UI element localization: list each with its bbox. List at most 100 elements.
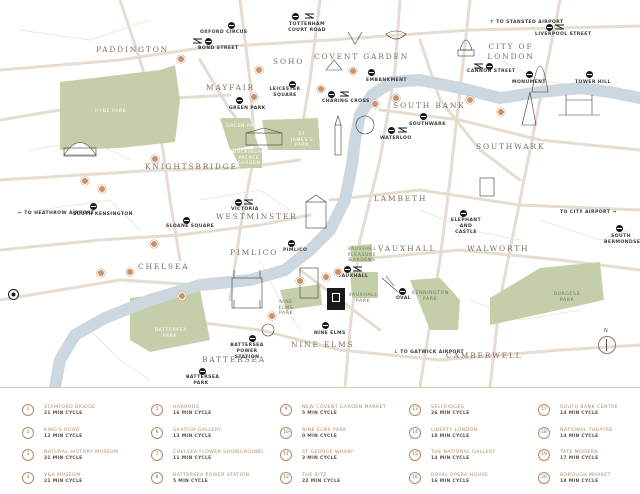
map-pin[interactable]: [349, 67, 357, 75]
station-cannon-street: CANNON STREET: [467, 69, 516, 74]
rail-icon: [193, 38, 202, 44]
legend-name: NINE ELMS PARK: [302, 428, 347, 433]
legend-cycle-time: 14 MIN CYCLE: [560, 411, 599, 416]
legend-cycle-time: 21 MIN CYCLE: [44, 411, 83, 416]
legend-number: 18: [538, 427, 550, 439]
map-pin[interactable]: [334, 268, 342, 276]
map-pin[interactable]: [255, 66, 263, 74]
district-paddington: PADDINGTON: [96, 45, 170, 54]
destination-gatwick: ↓ TO GATWICK AIRPORT: [394, 350, 464, 356]
station-sloane-square: SLOANE SQUARE: [166, 224, 215, 229]
arrow-down-icon: ↓: [394, 350, 401, 355]
park-label-green: GREEN PARK: [226, 124, 262, 129]
park-vauxhall-gardens: [350, 244, 372, 262]
park-label-battersea: BATTERSEA PARK: [155, 328, 187, 339]
development-marker[interactable]: [327, 288, 345, 310]
football-icon: [8, 289, 19, 300]
tube-icon: [460, 210, 467, 217]
legend-number: 15: [409, 449, 421, 461]
map-pin[interactable]: [466, 96, 474, 104]
tube-icon: [205, 38, 212, 45]
legend-number: 17: [538, 404, 550, 416]
destination-gatwick-label: TO GATWICK AIRPORT: [400, 350, 465, 355]
legend-number: 3: [22, 449, 34, 461]
map-pin[interactable]: [268, 312, 276, 320]
map-pin[interactable]: [151, 155, 159, 163]
legend-number: 2: [22, 427, 34, 439]
map-pin[interactable]: [392, 94, 400, 102]
station-tottenham: TOTTENHAM COURT ROAD: [288, 22, 326, 33]
district-chelsea: CHELSEA: [138, 262, 190, 271]
rail-icon: [353, 266, 362, 272]
legend-cycle-time: 13 MIN CYCLE: [173, 434, 212, 439]
road-network: [0, 0, 640, 387]
legend-name: KING'S ROAD: [44, 428, 80, 433]
legend-cycle-time: 11 MIN CYCLE: [173, 456, 212, 461]
map-pin[interactable]: [497, 108, 505, 116]
district-city-of-london: CITY OF LONDON: [487, 42, 535, 61]
legend-number: 12: [280, 472, 292, 484]
map-pin[interactable]: [322, 273, 330, 281]
map-pin[interactable]: [81, 177, 89, 185]
tube-icon: [228, 22, 235, 29]
district-covent-garden: COVENT GARDEN: [314, 52, 410, 61]
legend-name: SELFRIDGES: [431, 405, 465, 410]
station-liverpool-street: LIVERPOOL STREET: [535, 32, 592, 37]
map-pin[interactable]: [250, 93, 258, 101]
legend-cycle-time: 14 MIN CYCLE: [431, 456, 470, 461]
legend-number: 5: [151, 404, 163, 416]
park-label-st-james: ST JAMES'S PARK: [290, 132, 314, 148]
map-pin[interactable]: [317, 85, 325, 93]
legend-cycle-time: 18 MIN CYCLE: [431, 434, 470, 439]
station-bond-street: BOND STREET: [198, 46, 239, 51]
destination-stansted-label: TO STANSTED AIRPORT: [496, 20, 564, 25]
tube-icon: [236, 97, 243, 104]
rail-icon: [555, 24, 564, 30]
park-label-buckingham: BUCKINGHAM PALACE GARDEN: [233, 150, 271, 166]
park-kennington: [410, 278, 460, 330]
station-embankment: EMBANKMENT: [366, 78, 407, 83]
map-pin[interactable]: [371, 100, 379, 108]
legend-cycle-time: 5 MIN CYCLE: [173, 479, 209, 484]
tube-icon: [616, 225, 623, 232]
map-pin[interactable]: [150, 240, 158, 248]
district-lambeth: LAMBETH: [374, 194, 428, 203]
park-label-vauxhall-gardens: VAUXHALL PLEASURE GARDENS: [347, 247, 377, 263]
map-pin[interactable]: [177, 55, 185, 63]
tube-icon: [399, 288, 406, 295]
legend-cycle-time: 26 MIN CYCLE: [431, 411, 470, 416]
map-pin[interactable]: [178, 292, 186, 300]
map-pin[interactable]: [296, 277, 304, 285]
tube-icon: [199, 368, 206, 375]
tube-icon: [249, 335, 256, 342]
legend-number: 19: [538, 449, 550, 461]
legend-cycle-time: 17 MIN CYCLE: [560, 456, 599, 461]
map-pin[interactable]: [126, 268, 134, 276]
tube-icon: [586, 71, 593, 78]
rail-icon: [474, 63, 483, 69]
station-monument: MONUMENT: [512, 80, 546, 85]
station-pimlico: PIMLICO: [283, 248, 308, 253]
compass: N: [598, 328, 616, 354]
legend-number: 1: [22, 404, 34, 416]
station-battersea-park: BATTERSEA PARK: [186, 375, 220, 386]
park-label-burgess: BURGESS PARK: [553, 292, 581, 303]
legend-name: NEW COVENT GARDEN MARKET: [302, 405, 387, 410]
crest-icon: [332, 293, 340, 302]
legend-name: LIBERTY LONDON: [431, 428, 478, 433]
rail-icon: [244, 199, 253, 205]
legend-cycle-time: 0 MIN CYCLE: [302, 434, 338, 439]
legend-name: HARRODS: [173, 405, 200, 410]
map-pin[interactable]: [98, 185, 106, 193]
park-nine-elms: [280, 284, 322, 310]
compass-north-label: N: [604, 328, 608, 334]
map-pin[interactable]: [97, 269, 105, 277]
park-green: [220, 118, 258, 150]
